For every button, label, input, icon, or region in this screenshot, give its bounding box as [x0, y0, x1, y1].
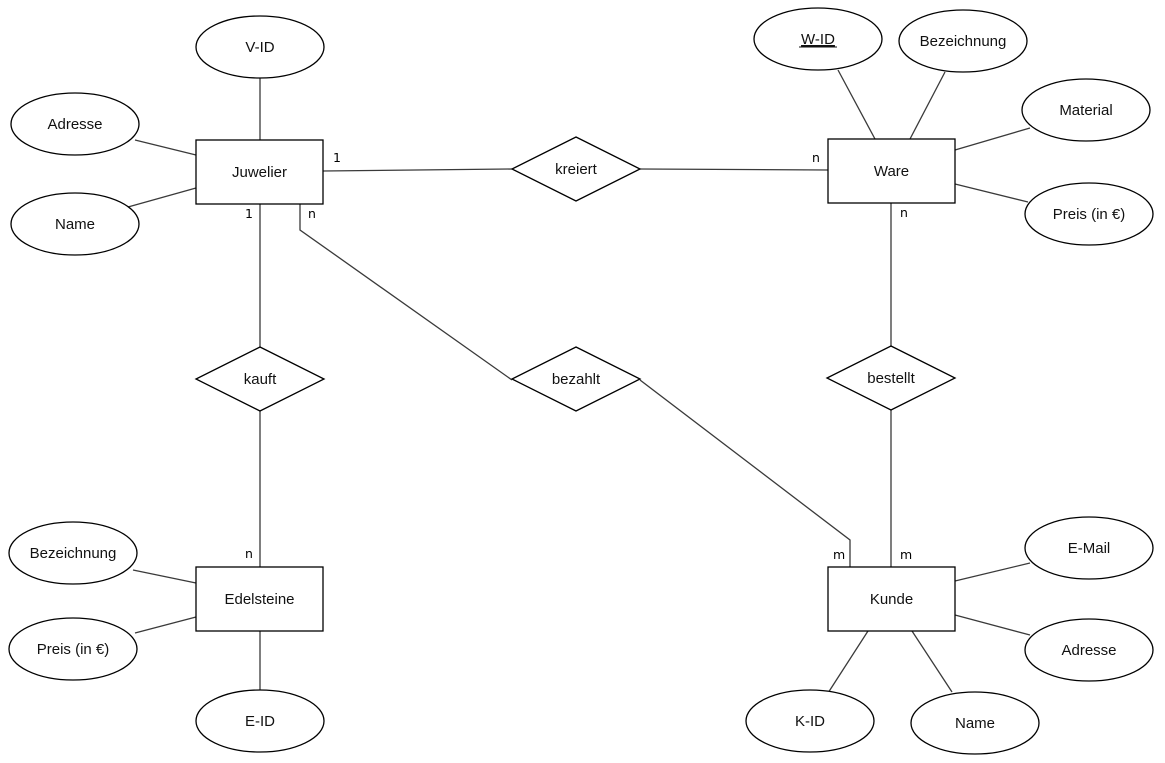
attribute-ware-bezeichnung-label: Bezeichnung — [920, 33, 1007, 50]
entity-edelsteine-label: Edelsteine — [224, 591, 294, 608]
entity-ware[interactable]: Ware — [827, 138, 956, 204]
entity-kunde[interactable]: Kunde — [827, 566, 956, 632]
edge-juwelier-name — [127, 187, 197, 208]
attribute-juwelier-adresse[interactable]: Adresse — [10, 92, 140, 156]
edge-ware-wid — [837, 69, 876, 140]
relationship-kauft-label: kauft — [244, 371, 277, 388]
cardinality-edelsteine-kauft: n — [245, 546, 253, 561]
cardinality-kunde-bezahlt: m — [833, 547, 845, 562]
edge-kunde-adresse — [954, 614, 1031, 636]
attribute-kunde-email-label: E-Mail — [1068, 540, 1111, 557]
edge-edelsteine-preis — [134, 616, 197, 634]
edge-kunde-email — [954, 562, 1031, 582]
entity-juwelier-label: Juwelier — [232, 164, 287, 181]
entity-juwelier[interactable]: Juwelier — [195, 139, 324, 205]
attribute-edelsteine-eid-label: E-ID — [245, 713, 275, 730]
attribute-kunde-name[interactable]: Name — [910, 691, 1040, 755]
attribute-juwelier-name-label: Name — [55, 216, 95, 233]
attribute-kunde-adresse-label: Adresse — [1061, 642, 1116, 659]
cardinality-juwelier-kauft: 1 — [245, 206, 253, 221]
edge-bezahlt-kunde — [639, 379, 851, 567]
attribute-kunde-adresse[interactable]: Adresse — [1024, 618, 1154, 682]
attribute-ware-wid-label: W-ID — [801, 31, 835, 48]
attribute-ware-bezeichnung[interactable]: Bezeichnung — [898, 9, 1028, 73]
attribute-juwelier-vid[interactable]: V-ID — [195, 15, 325, 79]
relationship-kreiert-label: kreiert — [555, 161, 598, 178]
attribute-ware-material-label: Material — [1059, 102, 1112, 119]
attribute-ware-wid[interactable]: W-ID — [753, 7, 883, 71]
attribute-juwelier-name[interactable]: Name — [10, 192, 140, 256]
cardinality-ware-bestellt: n — [900, 205, 908, 220]
cardinalities: 1 n 1 n n n m m — [245, 150, 912, 562]
edge-juwelier-kreiert — [322, 168, 513, 172]
attribute-ware-preis-label: Preis (in €) — [1053, 206, 1126, 223]
attribute-ware-material[interactable]: Material — [1021, 78, 1151, 142]
attribute-juwelier-adresse-label: Adresse — [47, 116, 102, 133]
edge-kunde-name — [911, 630, 953, 693]
edge-kunde-kid — [827, 630, 869, 694]
edge-ware-bezeichnung — [909, 71, 946, 140]
edge-edelsteine-bezeichnung — [132, 569, 197, 584]
entity-kunde-label: Kunde — [870, 591, 913, 608]
attribute-kunde-kid[interactable]: K-ID — [745, 689, 875, 753]
relationship-kauft[interactable]: kauft — [194, 346, 326, 412]
attribute-juwelier-vid-label: V-ID — [245, 39, 274, 56]
relationship-kreiert[interactable]: kreiert — [510, 136, 642, 202]
edge-juwelier-bezahlt — [299, 204, 513, 381]
edge-ware-preis — [954, 183, 1029, 203]
attribute-kunde-name-label: Name — [955, 715, 995, 732]
cardinality-juwelier-bezahlt: n — [308, 206, 316, 221]
relationship-bestellt-label: bestellt — [867, 370, 915, 387]
edge-kreiert-ware — [639, 168, 829, 171]
edge-juwelier-adresse — [134, 139, 197, 156]
attribute-edelsteine-preis[interactable]: Preis (in €) — [8, 617, 138, 681]
edge-ware-material — [954, 127, 1031, 151]
attribute-edelsteine-bezeichnung-label: Bezeichnung — [30, 545, 117, 562]
attribute-ware-preis[interactable]: Preis (in €) — [1024, 182, 1154, 246]
attribute-edelsteine-bezeichnung[interactable]: Bezeichnung — [8, 521, 138, 585]
relationship-bezahlt[interactable]: bezahlt — [510, 346, 642, 412]
cardinality-kunde-bestellt: m — [900, 547, 912, 562]
entity-edelsteine[interactable]: Edelsteine — [195, 566, 324, 632]
attribute-edelsteine-eid[interactable]: E-ID — [195, 689, 325, 753]
cardinality-juwelier-kreiert: 1 — [333, 150, 341, 165]
connectors — [127, 69, 1031, 694]
cardinality-ware-kreiert: n — [812, 150, 820, 165]
entity-ware-label: Ware — [874, 163, 909, 180]
attribute-kunde-email[interactable]: E-Mail — [1024, 516, 1154, 580]
relationship-bestellt[interactable]: bestellt — [825, 345, 957, 411]
attribute-edelsteine-preis-label: Preis (in €) — [37, 641, 110, 658]
attribute-kunde-kid-label: K-ID — [795, 713, 825, 730]
relationship-bezahlt-label: bezahlt — [552, 371, 601, 388]
